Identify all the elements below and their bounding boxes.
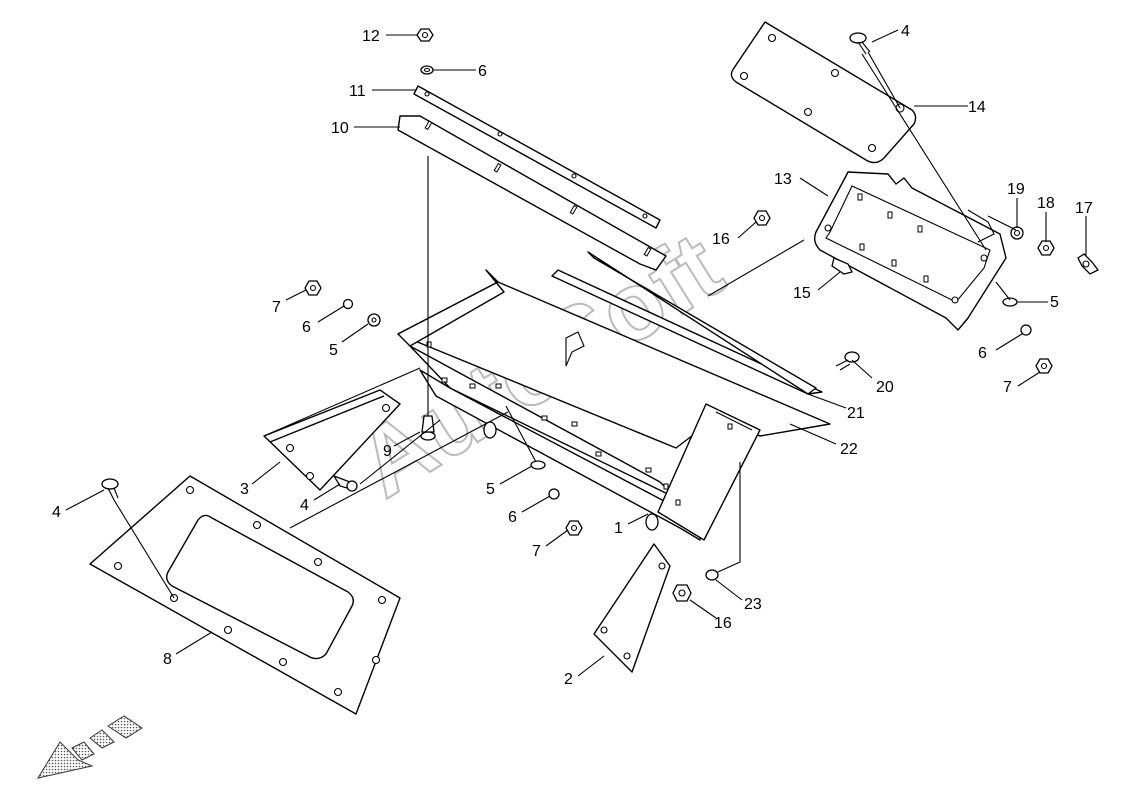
- leader-lines: [65, 29, 1087, 677]
- callout-7[interactable]: 7: [532, 543, 541, 560]
- callout-4[interactable]: 4: [901, 23, 910, 40]
- callout-9[interactable]: 9: [383, 443, 392, 460]
- nut-7-icon[interactable]: [1035, 358, 1053, 374]
- callout-7[interactable]: 7: [272, 299, 281, 316]
- callout-19[interactable]: 19: [1007, 181, 1025, 198]
- part-14-plate[interactable]: [730, 21, 917, 164]
- callout-5[interactable]: 5: [329, 342, 338, 359]
- part-2-plate[interactable]: [593, 543, 671, 673]
- wing-nut-17-icon[interactable]: [1077, 253, 1099, 275]
- callout-22[interactable]: 22: [840, 441, 858, 458]
- callout-16[interactable]: 16: [714, 615, 732, 632]
- callout-5[interactable]: 5: [1050, 294, 1059, 311]
- nut-16-icon[interactable]: [672, 584, 692, 602]
- callout-16[interactable]: 16: [712, 231, 730, 248]
- part-11-strip[interactable]: [413, 85, 661, 229]
- bolt-9-icon[interactable]: [420, 415, 436, 441]
- callout-3[interactable]: 3: [240, 481, 249, 498]
- washer-6-icon[interactable]: [342, 298, 354, 310]
- part-1-trough-wall[interactable]: [419, 369, 761, 541]
- callout-14[interactable]: 14: [968, 99, 986, 116]
- washer-19-icon[interactable]: [1010, 226, 1024, 240]
- bolt-4-icon[interactable]: [101, 478, 119, 501]
- callout-labels: 12 6 11 10 4 14 13 19 18 17 16 15 5 6 7 …: [52, 23, 1093, 688]
- bolt-4-icon[interactable]: [332, 474, 358, 492]
- assembly-lines: [113, 51, 1017, 599]
- callout-6[interactable]: 6: [478, 63, 487, 80]
- nut-7-icon[interactable]: [304, 280, 322, 296]
- callout-5[interactable]: 5: [486, 481, 495, 498]
- part-10-strip[interactable]: [397, 115, 667, 271]
- part-13-bracket[interactable]: [813, 171, 1007, 331]
- hardware: [101, 28, 1099, 602]
- callout-6[interactable]: 6: [508, 509, 517, 526]
- callout-4[interactable]: 4: [300, 497, 309, 514]
- bolt-20-icon[interactable]: [835, 351, 860, 371]
- bolt-4-icon[interactable]: [849, 32, 871, 55]
- washer-6-icon[interactable]: [1020, 324, 1032, 336]
- callout-2[interactable]: 2: [564, 671, 573, 688]
- washer-6-icon[interactable]: [420, 65, 434, 75]
- washer-23-icon[interactable]: [705, 569, 719, 581]
- callout-7[interactable]: 7: [1003, 379, 1012, 396]
- callout-1[interactable]: 1: [614, 520, 623, 537]
- callout-15[interactable]: 15: [793, 285, 811, 302]
- callout-6[interactable]: 6: [302, 319, 311, 336]
- bolt-15-icon[interactable]: [831, 257, 853, 275]
- nut-7-icon[interactable]: [565, 520, 583, 536]
- part-8-frame[interactable]: [89, 475, 401, 715]
- callout-18[interactable]: 18: [1037, 195, 1055, 212]
- part-3-plate[interactable]: [263, 389, 401, 491]
- callout-17[interactable]: 17: [1075, 200, 1093, 217]
- callout-21[interactable]: 21: [847, 405, 865, 422]
- callout-11[interactable]: 11: [349, 83, 366, 100]
- part-22-main-trough[interactable]: [397, 251, 831, 499]
- callout-23[interactable]: 23: [744, 596, 762, 613]
- nut-12-icon[interactable]: [416, 28, 434, 42]
- washer-6-icon[interactable]: [548, 488, 560, 500]
- callout-12[interactable]: 12: [362, 28, 380, 45]
- callout-13[interactable]: 13: [774, 171, 792, 188]
- callout-4[interactable]: 4: [52, 504, 61, 521]
- callout-8[interactable]: 8: [163, 651, 172, 668]
- washer-5-icon[interactable]: [367, 313, 381, 327]
- nut-18-icon[interactable]: [1037, 240, 1055, 256]
- front-direction-arrow-icon: [36, 715, 143, 779]
- callout-6[interactable]: 6: [978, 345, 987, 362]
- callout-20[interactable]: 20: [876, 379, 894, 396]
- washer-5-icon[interactable]: [530, 460, 546, 470]
- callout-10[interactable]: 10: [331, 120, 349, 137]
- nut-16-icon[interactable]: [753, 210, 771, 226]
